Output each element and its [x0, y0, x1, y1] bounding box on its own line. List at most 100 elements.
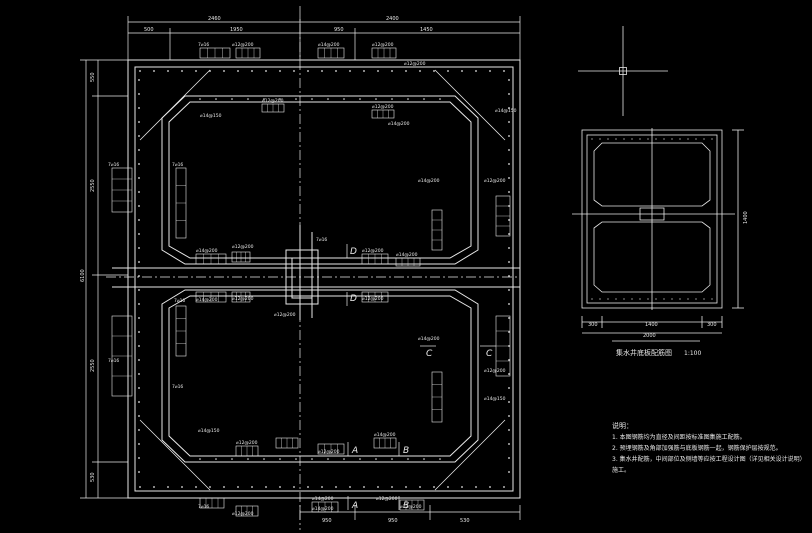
section-marker-c1: C: [426, 349, 433, 359]
small-rebar-dot: [607, 298, 609, 300]
small-rebar-dot: [615, 298, 617, 300]
left-dimension-lines: [80, 59, 128, 499]
rebar-dot: [423, 98, 425, 100]
rebar-dot: [237, 70, 239, 72]
rebar-dot: [167, 70, 169, 72]
rebar-label-center9: 7⌀16: [316, 237, 327, 243]
rebar-dot: [508, 429, 510, 431]
rebar-label-bottom5: ⌀14@200: [312, 506, 334, 512]
rebar-dot: [223, 70, 225, 72]
dim-left-3: 2550: [90, 359, 96, 372]
rebar-label-upper3: ⌀14@200: [388, 121, 410, 127]
small-rebar-dot: [687, 138, 689, 140]
wall-rebar-dots: [138, 70, 510, 488]
rebar-dot: [508, 135, 510, 137]
rebar-label-right1: ⌀14@150: [495, 108, 517, 114]
rebar-dot: [231, 458, 233, 460]
rebar-label-bottom2: ⌀12@200: [376, 496, 398, 502]
rebar-dot: [508, 177, 510, 179]
rebar-dot: [433, 70, 435, 72]
rebar-dot: [138, 401, 140, 403]
dim-bottom-2: 950: [388, 518, 398, 524]
rebar-label-right5: ⌀12@200: [484, 368, 506, 374]
rebar-dot: [391, 98, 393, 100]
dim-top-seg-3: 950: [334, 27, 344, 33]
rebar-dot: [503, 70, 505, 72]
section-marker-b1: B: [403, 446, 409, 456]
rebar-dot: [138, 121, 140, 123]
rebar-label-upper2: ⌀12@200: [372, 104, 394, 110]
rebar-label-lower3: ⌀14@200: [374, 432, 396, 438]
small-rebar-dot: [703, 298, 705, 300]
rebar-dot: [433, 486, 435, 488]
rebar-dot: [263, 458, 265, 460]
rebar-dot: [263, 98, 265, 100]
rebar-label-center4: ⌀14@200: [396, 252, 418, 258]
small-rebar-dot: [599, 298, 601, 300]
rebar-dot: [508, 373, 510, 375]
dim-top-seg-4: 1450: [420, 27, 433, 33]
rebar-dot: [139, 486, 141, 488]
lower-chamber: [161, 289, 479, 463]
small-rebar-dot: [631, 138, 633, 140]
rebar-dot: [508, 149, 510, 151]
rebar-dot: [489, 486, 491, 488]
rebar-dot: [508, 205, 510, 207]
rebar-dot: [508, 401, 510, 403]
rebar-dot: [138, 79, 140, 81]
rebar-dot: [461, 486, 463, 488]
rebar-label-lower1: ⌀14@150: [198, 428, 220, 434]
rebar-label-center5: ⌀14@200: [196, 297, 218, 303]
rebar-label-top3: ⌀14@200: [318, 42, 340, 48]
rebar-dot: [307, 486, 309, 488]
rebar-dot: [508, 233, 510, 235]
rebar-dot: [209, 486, 211, 488]
rebar-dot: [195, 70, 197, 72]
small-rebar-dot: [639, 298, 641, 300]
corner-bars: [139, 69, 506, 491]
rebar-label-left5: 7⌀16: [172, 384, 183, 390]
rebar-dot: [181, 486, 183, 488]
rebar-label-left-upper: ⌀14@150: [200, 113, 222, 119]
dim-left-1: 550: [90, 72, 96, 82]
rebar-dot: [139, 70, 141, 72]
rebar-dot: [138, 345, 140, 347]
rebar-dot: [461, 70, 463, 72]
rebar-dot: [359, 98, 361, 100]
rebar-dot: [138, 261, 140, 263]
small-rebar-dot: [655, 138, 657, 140]
section-marker-a2: A: [351, 501, 358, 511]
small-rebar-dot: [639, 138, 641, 140]
rebar-dot: [377, 486, 379, 488]
rebar-dot: [375, 458, 377, 460]
rebar-dot: [407, 458, 409, 460]
rebar-label-right3: ⌀12@200: [484, 178, 506, 184]
rebar-dot: [247, 98, 249, 100]
rebar-dot: [138, 471, 140, 473]
section-marker-d2: D: [350, 294, 357, 304]
small-rebar-dot: [711, 138, 713, 140]
section-marker-b2: B: [403, 501, 409, 511]
rebar-label-lower4: ⌀12@200: [318, 449, 340, 455]
rebar-dot: [265, 486, 267, 488]
rebar-dot: [508, 443, 510, 445]
rebar-label-top4: ⌀12@200: [372, 42, 394, 48]
rebar-label-right2: ⌀14@200: [418, 178, 440, 184]
section-marker-d1: D: [350, 247, 357, 257]
rebar-dot: [279, 70, 281, 72]
rebar-label-left2: 7⌀16: [172, 162, 183, 168]
rebar-label-center8: ⌀12@200: [274, 312, 296, 318]
small-rebar-dot: [647, 298, 649, 300]
rebar-dot: [138, 177, 140, 179]
rebar-dot: [375, 98, 377, 100]
rebar-dot: [138, 289, 140, 291]
rebar-dot: [138, 233, 140, 235]
rebar-label-bottom3: 7⌀16: [198, 504, 209, 510]
rebar-dot: [405, 486, 407, 488]
rebar-dot: [327, 458, 329, 460]
section-marker-a1: A: [351, 446, 358, 456]
rebar-dot: [265, 70, 267, 72]
small-rebar-dot: [687, 298, 689, 300]
rebar-dot: [138, 429, 140, 431]
